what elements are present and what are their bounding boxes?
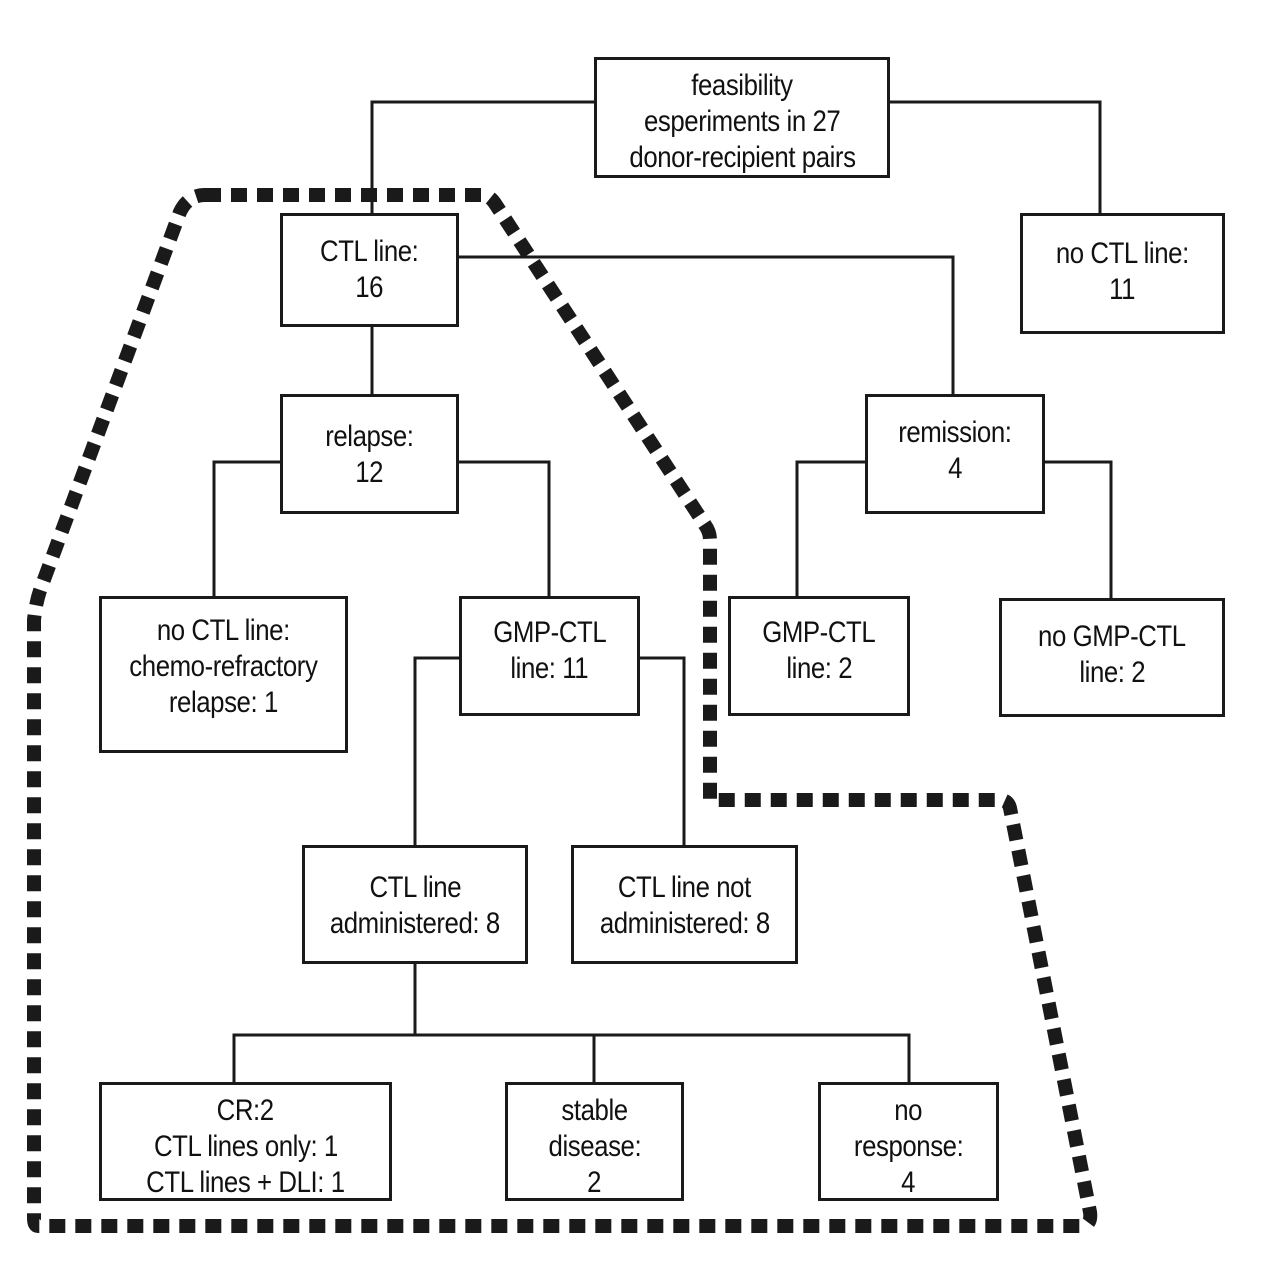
link-remission-nogmp — [1043, 460, 1113, 600]
node-text-line: line: 11 — [510, 652, 589, 685]
node-text-line: disease: — [548, 1130, 641, 1163]
link-ctl-remission — [458, 255, 955, 395]
node-text-line: CTL line not — [617, 871, 751, 904]
node-relapse: relapse:12 — [280, 394, 459, 514]
node-text-line: no GMP-CTL — [1038, 620, 1186, 653]
link-relapse-gmp — [457, 460, 551, 597]
node-text-line: administered: 8 — [330, 907, 500, 940]
node-text-line: 2 — [587, 1166, 602, 1199]
node-text-line: relapse: — [325, 420, 414, 453]
node-text-line: remission: — [898, 416, 1012, 449]
node-text-line: chemo-refractory — [129, 650, 318, 683]
node-no-ctl-line: no CTL line:11 — [1020, 213, 1225, 334]
node-text-line: no — [894, 1094, 923, 1127]
node-text-line: relapse: 1 — [168, 686, 279, 719]
link-gmp-notadmin — [638, 656, 686, 846]
node-ctl-line: CTL line:16 — [280, 213, 459, 327]
node-text-line: administered: 8 — [599, 907, 770, 940]
link-bus — [232, 1033, 911, 1084]
node-text-line: CTL line — [369, 871, 461, 904]
node-text-line: line: 2 — [1079, 656, 1145, 689]
link-remission-gmp2 — [795, 460, 866, 597]
node-text-line: line: 2 — [786, 652, 852, 685]
node-text-line: no CTL line: — [156, 614, 290, 647]
node-text-line: no CTL line: — [1055, 237, 1189, 270]
node-text-line: CR:2 — [216, 1094, 275, 1127]
node-text-line: 11 — [1109, 273, 1136, 306]
node-text-line: CTL lines + DLI: 1 — [146, 1166, 345, 1199]
node-text-line: CTL line: — [320, 235, 419, 268]
node-text-line: 12 — [355, 456, 384, 489]
node-text-line: CTL lines only: 1 — [153, 1130, 338, 1163]
node-text-line: donor-recipient pairs — [628, 141, 856, 174]
link-relapse-noctl — [212, 460, 281, 597]
node-text-line: response: — [853, 1130, 964, 1163]
link-root-noctl — [888, 100, 1102, 214]
node-text-line: stable — [561, 1094, 628, 1127]
node-text-line: 16 — [355, 271, 384, 304]
node-text-line: feasibility — [691, 69, 793, 102]
node-text-line: GMP-CTL — [762, 616, 876, 649]
link-gmp-admin — [413, 656, 460, 846]
link-root-ctl — [370, 100, 596, 214]
node-text-line: 4 — [948, 452, 962, 485]
node-text-line: 4 — [901, 1166, 916, 1199]
dotted-boundary — [27, 188, 1098, 1233]
node-text-line: GMP-CTL — [492, 616, 607, 649]
node-remission: remission:4 — [865, 394, 1045, 514]
node-text-line: esperiments in 27 — [643, 105, 841, 138]
